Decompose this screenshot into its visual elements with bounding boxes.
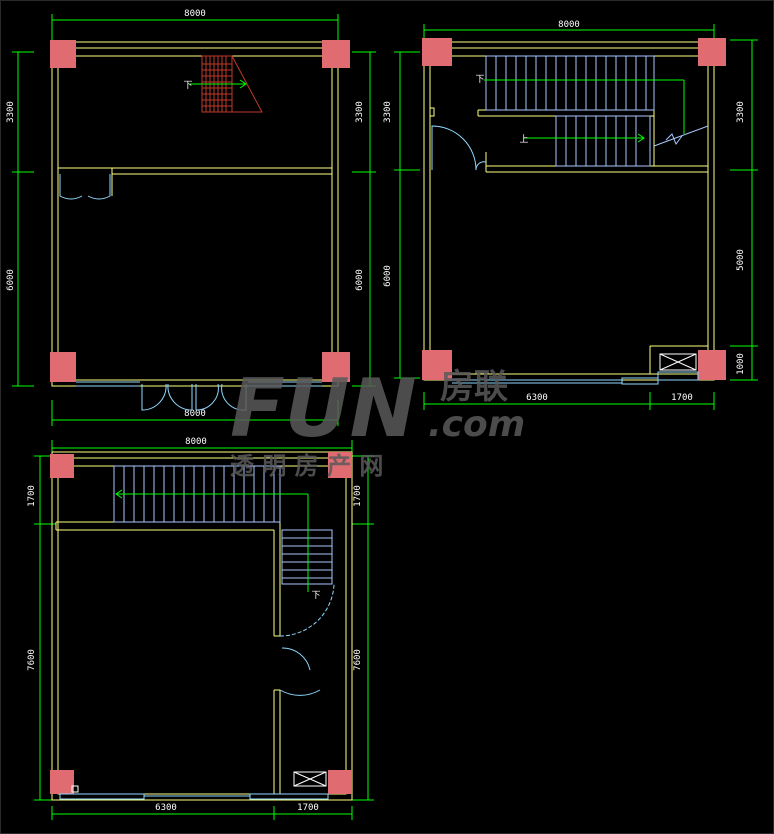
plan-2-dim-top: 8000 [558,20,580,30]
plan-3-dim-top: 8000 [185,437,207,447]
watermark-domain: .com [428,404,525,445]
plan-3-equipment-box [71,771,327,793]
plan-3-dim-left-lower: 7600 [27,649,37,671]
plan-1-dimension-lines [12,14,376,426]
plan-3-dim-bottom-left: 6300 [155,803,177,813]
plan-2-front-window [452,371,699,385]
plan-3-stair-label: 下 [311,591,320,601]
plan-2-stair [485,55,709,167]
plan-1-side-door [59,174,111,200]
plan-2-dim-right-lower: 1000 [736,353,746,375]
watermark-slogan: 透 明 房 产 网 [230,452,383,480]
plan-1-walls [51,41,339,387]
plan-2-dim-bottom-right: 1700 [671,393,693,403]
plan-3-dim-right-lower: 7600 [353,649,363,671]
plan-3-door [279,583,335,637]
plan-1-dim-left-lower: 6000 [6,269,16,291]
plan-2-stair-label-up: 下 [475,75,484,85]
plan-2-door [431,125,487,171]
plan-2-columns [422,38,726,380]
plan-3-front-window [59,793,329,800]
plan-3-stair [113,465,333,585]
plan-2-stair-arrows [484,79,685,143]
plan-2-equipment-box [659,353,697,371]
plan-2-dim-right-middle: 5000 [736,249,746,271]
plan-3-stair-arrow [115,489,309,592]
plan-3-walls [51,451,353,801]
plan-2-stair-label-down: 上 [519,134,528,145]
plan-3: 8000 1700 7600 1700 7600 6300 1700 [27,437,374,820]
plan-1-dim-right-upper: 3300 [355,101,365,123]
plan-1-dim-left-upper: 3300 [6,101,16,123]
plan-2-dim-bottom-left: 6300 [526,393,548,403]
watermark: FUN 房联 .com 透 明 房 产 网 [230,362,525,480]
plan-2-walls [423,41,715,381]
plan-2: 8000 3300 6000 3300 5000 1000 6300 1700 [383,20,758,410]
plan-1-dim-bottom: 8000 [184,409,206,419]
plan-1-dim-top: 8000 [184,9,206,19]
plan-1-front-doors [76,381,322,411]
plan-1: 8000 8000 3300 6000 3300 6000 [6,9,376,426]
watermark-brand: 房联 [440,367,508,407]
plan-2-dim-left-upper: 3300 [383,101,393,123]
plan-1-dim-right-lower: 6000 [355,269,365,291]
plan-3-dim-right-upper: 1700 [353,485,363,507]
watermark-logo-text: FUN [230,362,417,455]
plan-3-dim-left-upper: 1700 [27,485,37,507]
plan-2-dim-right-upper: 3300 [736,101,746,123]
plan-3-columns [50,452,352,794]
plan-1-stair-arrow [190,79,247,89]
plan-3-door-leaves [279,647,321,696]
plan-1-columns [50,40,350,382]
plan-2-dim-left-lower: 6000 [383,265,393,287]
plan-1-stair-label: 下 [183,81,192,91]
plan-2-dimension-lines [394,24,758,410]
plan-3-dim-bottom-right: 1700 [297,803,319,813]
